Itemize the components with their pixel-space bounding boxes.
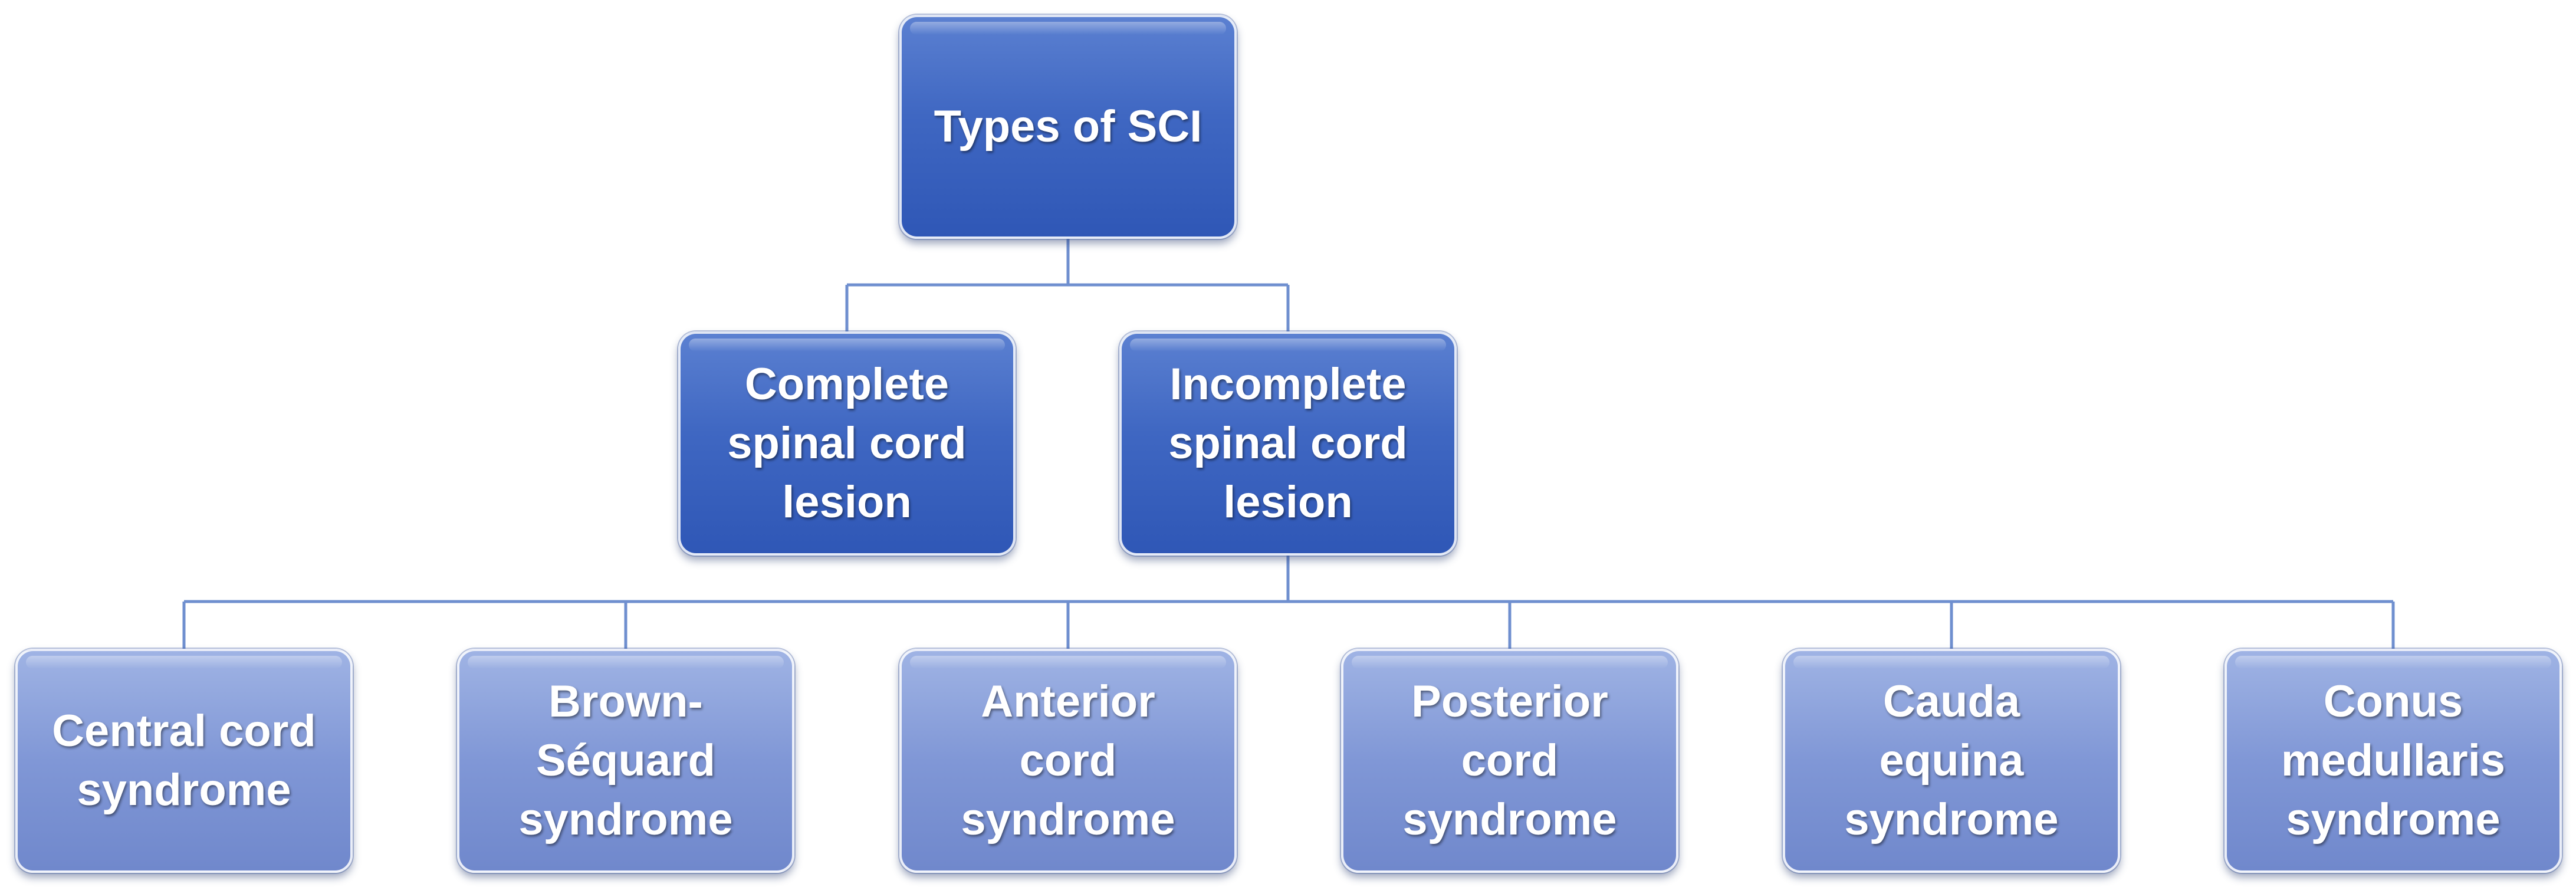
root-node-types-of-sci: Types of SCI <box>899 15 1237 239</box>
leaf-label: Posterior cord syndrome <box>1402 676 1617 845</box>
node-cauda-equina-syndrome: Cauda equina syndrome <box>1783 649 2120 873</box>
leaf-label: Anterior cord syndrome <box>961 676 1175 845</box>
node-anterior-cord-syndrome: Anterior cord syndrome <box>899 649 1237 873</box>
leaf-label: Cauda equina syndrome <box>1844 676 2059 845</box>
node-incomplete-lesion-label: Incomplete spinal cord lesion <box>1168 359 1408 528</box>
leaf-label: Conus medullaris syndrome <box>2281 676 2506 845</box>
node-brown-sequard-syndrome: Brown-Séquard syndrome <box>457 649 794 873</box>
leaf-label: Central cord syndrome <box>52 705 316 815</box>
node-central-cord-syndrome: Central cord syndrome <box>15 649 353 873</box>
root-node-label: Types of SCI <box>934 101 1202 152</box>
node-complete-lesion: Complete spinal cord lesion <box>678 331 1016 556</box>
node-posterior-cord-syndrome: Posterior cord syndrome <box>1341 649 1678 873</box>
leaf-label: Brown-Séquard syndrome <box>518 676 733 845</box>
node-conus-medullaris-syndrome: Conus medullaris syndrome <box>2225 649 2562 873</box>
node-complete-lesion-label: Complete spinal cord lesion <box>727 359 967 528</box>
node-incomplete-lesion: Incomplete spinal cord lesion <box>1119 331 1457 556</box>
